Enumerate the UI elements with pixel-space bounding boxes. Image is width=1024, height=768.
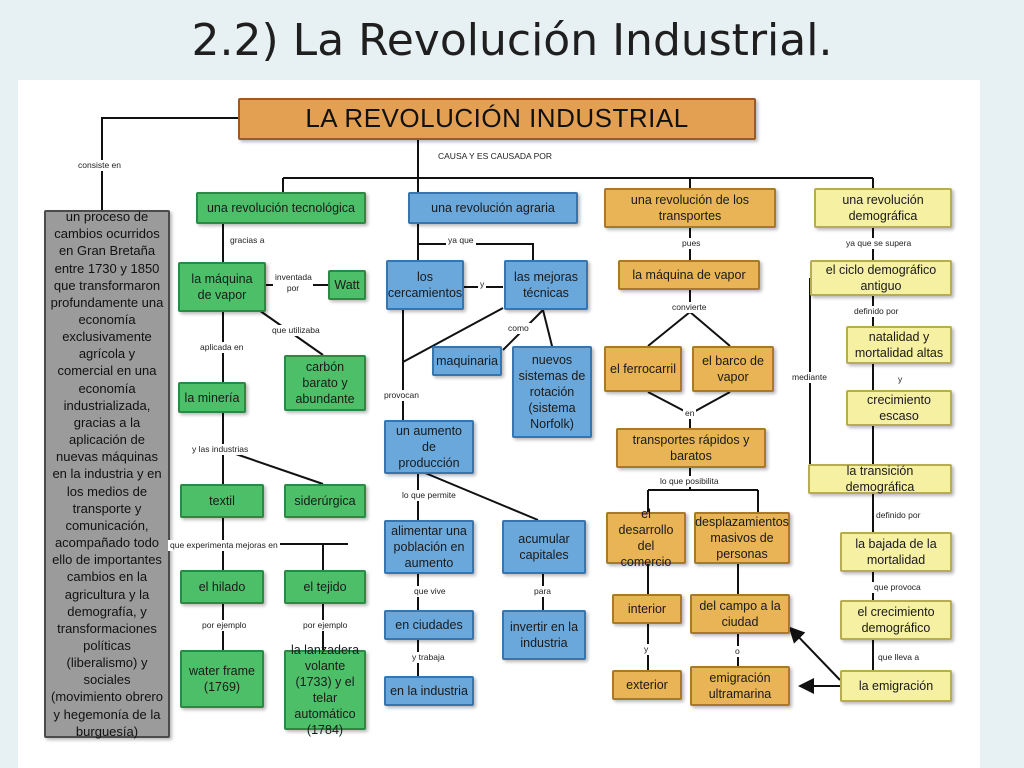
low-growth-box: crecimiento escaso — [846, 390, 952, 426]
emigration-box: la emigración — [840, 670, 952, 702]
commerce-box: el desarrollo del comercio — [606, 507, 686, 569]
label-permite: lo que permite — [400, 490, 458, 501]
concept-map: LA REVOLUCIÓN INDUSTRIAL CAUSA Y ES CAUS… — [18, 80, 980, 768]
label-mejoras: que experimenta mejoras en — [168, 540, 280, 551]
accumulate-capital-box: acumular capitales — [502, 520, 586, 574]
label-industrias: y las industrias — [190, 444, 251, 455]
water-frame-box: water frame (1769) — [180, 650, 264, 708]
label-provocan: provocan — [382, 390, 421, 401]
flying-shuttle-box: la lanzadera volante (1733) y el telar a… — [284, 643, 366, 737]
label-utiliza: que utilizaba — [270, 325, 322, 336]
transport-steam-engine-box: la máquina de vapor — [618, 260, 760, 290]
in-industry-box: en la industria — [384, 676, 474, 706]
agrarian-revolution-box: una revolución agraria — [408, 192, 578, 224]
old-demographic-cycle-box: el ciclo demográfico antiguo — [810, 260, 952, 296]
production-increase-box: un aumento de producción — [384, 420, 474, 474]
transport-revolution-box: una revolución de los transportes — [604, 188, 776, 228]
mining-box: la minería — [178, 382, 246, 413]
feed-population-box: alimentar una población en aumento — [384, 520, 474, 574]
watt-box: Watt — [328, 270, 366, 300]
fast-transport-box: transportes rápidos y baratos — [616, 428, 766, 468]
high-birth-death-box: natalidad y mortalidad altas — [846, 326, 952, 364]
label-trabaja: y trabaja — [410, 652, 447, 663]
weaving-box: el tejido — [284, 570, 366, 604]
overseas-emigration-box: emigración ultramarina — [690, 666, 790, 706]
machinery-box: maquinaria — [432, 346, 502, 376]
label-aplicada: aplicada en — [198, 342, 246, 353]
label-definido-2: definido por — [874, 510, 923, 521]
label-supera: ya que se supera — [844, 238, 914, 249]
label-en: en — [683, 408, 697, 419]
label-provoca: que provoca — [872, 582, 923, 593]
label-como: como — [506, 323, 531, 334]
label-posibilita: lo que posibilita — [658, 476, 721, 487]
slide-title: 2.2) La Revolución Industrial. — [191, 15, 833, 66]
countryside-city-box: del campo a la ciudad — [690, 594, 790, 634]
demographic-revolution-box: una revolución demográfica — [814, 188, 952, 228]
label-ejemplo-2: por ejemplo — [301, 620, 350, 631]
enclosures-box: los cercamientos — [386, 260, 464, 310]
label-y-agri: y — [478, 279, 487, 290]
steam-engine-box: la máquina de vapor — [178, 262, 266, 312]
tech-revolution-box: una revolución tecnológica — [196, 192, 366, 224]
displacements-box: desplazamientos masivos de personas — [694, 512, 790, 564]
rotation-systems-box: nuevos sistemas de rotación (sistema Nor… — [512, 346, 592, 438]
label-convierte: convierte — [670, 302, 709, 313]
label-ejemplo-1: por ejemplo — [200, 620, 249, 631]
label-vive: que vive — [412, 586, 448, 597]
label-mediante: mediante — [790, 372, 829, 383]
definition-box: un proceso de cambios ocurridos en Gran … — [44, 209, 170, 739]
steel-box: siderúrgica — [284, 484, 366, 518]
label-ya-que: ya que — [446, 235, 476, 246]
demographic-transition-box: la transición demográfica — [808, 464, 952, 494]
label-o-trans: o — [733, 646, 742, 657]
label-y-trans: y — [642, 644, 651, 655]
main-title-box: LA REVOLUCIÓN INDUSTRIAL — [238, 98, 756, 140]
railway-box: el ferrocarril — [604, 346, 682, 392]
label-consiste: consiste en — [76, 160, 123, 171]
label-pues: pues — [680, 238, 703, 249]
coal-box: carbón barato y abundante — [284, 355, 366, 411]
label-causa: CAUSA Y ES CAUSADA POR — [436, 151, 555, 162]
mortality-drop-box: la bajada de la mortalidad — [840, 532, 952, 572]
interior-box: interior — [612, 594, 682, 624]
label-inventada: inventada por — [273, 272, 313, 294]
label-gracias: gracias a — [228, 235, 267, 246]
population-growth-box: el crecimiento demográfico — [840, 600, 952, 640]
exterior-box: exterior — [612, 670, 682, 700]
invest-industry-box: invertir en la industria — [502, 610, 586, 660]
label-y-demo: y — [896, 374, 905, 385]
label-definido-1: definido por — [852, 306, 901, 317]
cities-box: en ciudades — [384, 610, 474, 640]
tech-improvements-box: las mejoras técnicas — [504, 260, 588, 310]
label-para: para — [532, 586, 554, 597]
spinning-box: el hilado — [180, 570, 264, 604]
label-lleva: que lleva a — [876, 652, 922, 663]
textile-box: textil — [180, 484, 264, 518]
steamboat-box: el barco de vapor — [692, 346, 774, 392]
